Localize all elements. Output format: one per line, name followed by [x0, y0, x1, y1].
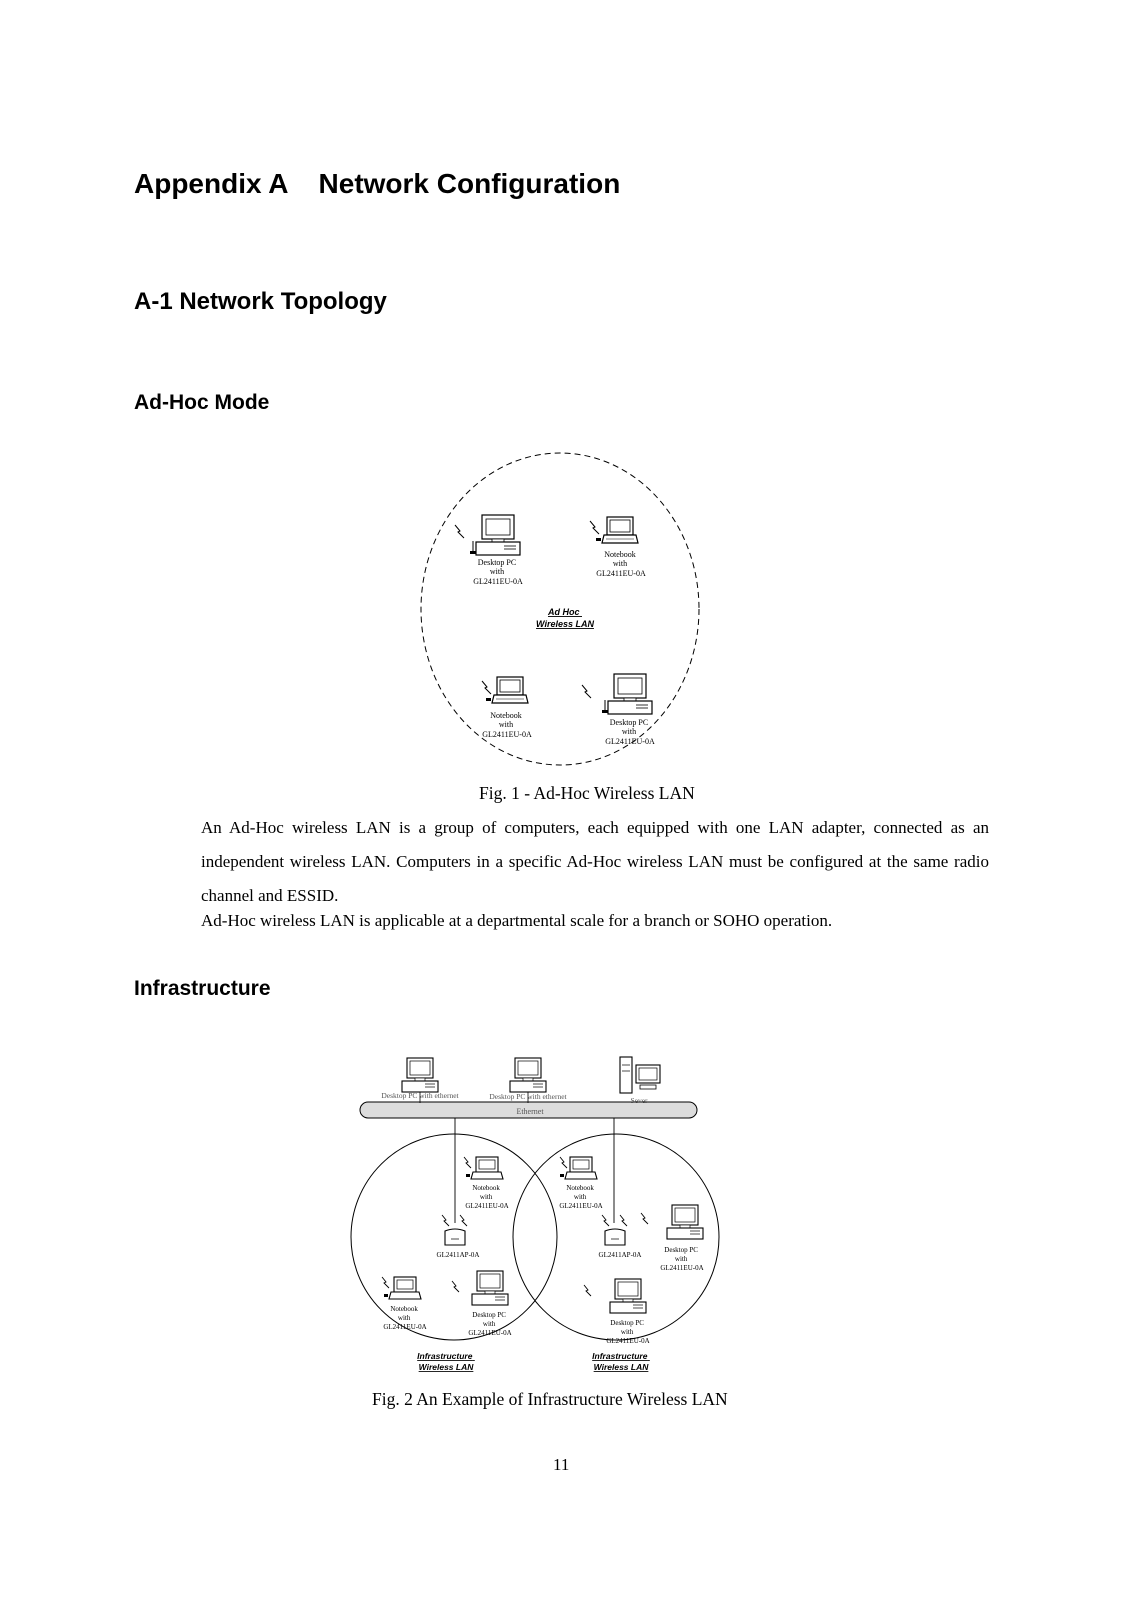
- infrastructure-diagram: Ethernet Desktop PC with ethernet Deskto…: [350, 1056, 720, 1372]
- wireless-signal-icon: [581, 684, 592, 699]
- page-number: 11: [553, 1455, 570, 1474]
- wireless-signal-icon: [481, 680, 492, 695]
- node-label-desktop-tl: Desktop PC with GL2411EU-0A: [473, 558, 523, 586]
- left-notebook-bottom-label: Notebook with GL2411EU-0A: [383, 1305, 426, 1331]
- desktop-pc-icon: [609, 1278, 647, 1314]
- notebook-icon: [485, 676, 529, 704]
- right-notebook-top-label: Notebook with GL2411EU-0A: [559, 1184, 602, 1210]
- adhoc-boundary: [420, 452, 700, 766]
- desktop-pc-icon: [471, 1270, 509, 1306]
- right-ap-label: GL2411AP-0A: [599, 1251, 642, 1259]
- wireless-signal-icon: [619, 1214, 628, 1227]
- left-ap-label: GL2411AP-0A: [437, 1251, 480, 1259]
- desktop-pc-icon: [666, 1204, 704, 1240]
- desktop-pc-icon: [401, 1057, 439, 1093]
- adhoc-lan-label: Ad Hoc Wireless LAN: [536, 607, 594, 629]
- adhoc-paragraph-2: Ad-Hoc wireless LAN is applicable at a d…: [201, 911, 833, 930]
- notebook-icon: [383, 1276, 422, 1300]
- infrastructure-heading: Infrastructure: [134, 977, 271, 1000]
- right-wlan-boundary: [512, 1133, 720, 1341]
- fig1-caption: Fig. 1 - Ad-Hoc Wireless LAN: [479, 783, 695, 803]
- wireless-signal-icon: [583, 1284, 592, 1297]
- wireless-signal-icon: [601, 1214, 610, 1227]
- desktop-pc-icon: [469, 514, 521, 556]
- ethernet-cable: [359, 1101, 698, 1119]
- wireless-signal-icon: [451, 1280, 460, 1293]
- adhoc-diagram: Desktop PC with GL2411EU-0A Notebook wit…: [420, 452, 700, 766]
- notebook-icon: [559, 1156, 598, 1180]
- left-desktop-bottom-label: Desktop PC with GL2411EU-0A: [468, 1311, 511, 1337]
- wireless-signal-icon: [559, 1156, 568, 1169]
- notebook-icon: [465, 1156, 504, 1180]
- server-label: Sever: [630, 1096, 648, 1105]
- access-point-icon: [604, 1228, 626, 1246]
- ethernet-label: Ethernet: [516, 1107, 544, 1116]
- appendix-label: Appendix A: [134, 168, 289, 199]
- desktop-ethernet-label-1: Desktop PC with ethernet: [381, 1091, 459, 1100]
- adhoc-paragraph-1: An Ad-Hoc wireless LAN is a group of com…: [201, 818, 989, 905]
- wireless-signal-icon: [454, 524, 465, 539]
- right-desktop-mid-label: Desktop PC with GL2411EU-0A: [660, 1246, 703, 1272]
- desktop-pc-icon: [509, 1057, 547, 1093]
- wireless-signal-icon: [459, 1214, 468, 1227]
- appendix-title: Appendix A Network Configuration: [134, 168, 620, 200]
- fig2-caption: Fig. 2 An Example of Infrastructure Wire…: [372, 1389, 728, 1409]
- wireless-signal-icon: [381, 1276, 390, 1289]
- wireless-signal-icon: [589, 520, 600, 535]
- wireless-signal-icon: [640, 1212, 649, 1225]
- section-title: A-1 Network Topology: [134, 288, 387, 315]
- right-infra-lan-label: Infrastructure Wireless LAN: [592, 1351, 650, 1372]
- desktop-ethernet-label-2: Desktop PC with ethernet: [489, 1092, 567, 1101]
- wireless-signal-icon: [463, 1156, 472, 1169]
- appendix-title-text: Network Configuration: [318, 168, 621, 199]
- desktop-pc-icon: [601, 673, 653, 715]
- node-label-notebook-bl: Notebook with GL2411EU-0A: [482, 711, 532, 739]
- wireless-signal-icon: [441, 1214, 450, 1227]
- node-label-desktop-br: Desktop PC with GL2411EU-0A: [605, 718, 655, 746]
- right-desktop-bottom-label: Desktop PC with GL2411EU-0A: [606, 1319, 649, 1345]
- server-icon: [619, 1056, 661, 1094]
- notebook-icon: [595, 516, 639, 544]
- node-label-notebook-tr: Notebook with GL2411EU-0A: [596, 550, 646, 578]
- access-point-icon: [444, 1228, 466, 1246]
- left-wlan-boundary: [350, 1133, 558, 1341]
- left-infra-lan-label: Infrastructure Wireless LAN: [417, 1351, 475, 1372]
- left-notebook-top-label: Notebook with GL2411EU-0A: [465, 1184, 508, 1210]
- adhoc-heading: Ad-Hoc Mode: [134, 391, 270, 414]
